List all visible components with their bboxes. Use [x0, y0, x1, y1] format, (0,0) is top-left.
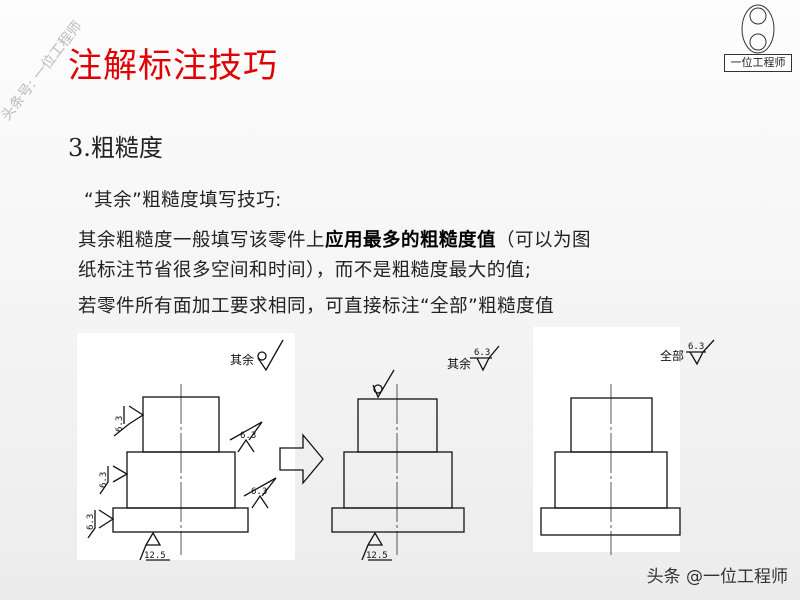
roughness-value: 6.3	[86, 514, 96, 530]
roughness-value: 6.3	[251, 487, 267, 497]
roughness-value: 6.3	[115, 416, 125, 432]
text: 其余粗糙度一般填写该零件上	[78, 230, 326, 251]
roughness-symbol	[87, 509, 115, 539]
roughness-symbol	[257, 339, 284, 372]
footer-credit: 头条 @一位工程师	[646, 567, 788, 587]
paragraph-line-3: 若零件所有面加工要求相同，可直接标注“全部”粗糙度值	[78, 296, 555, 317]
figure-1-panel	[77, 333, 295, 560]
logo: 一位工程师	[718, 2, 798, 74]
roughness-symbol	[372, 369, 395, 399]
subheading: “其余”粗糙度填写技巧:	[84, 190, 282, 211]
paragraph-line-2: 纸标注节省很多空间和时间），而不是粗糙度最大的值;	[78, 260, 532, 281]
roughness-value: 6.3	[99, 472, 109, 488]
roughness-symbol	[113, 405, 145, 437]
roughness-symbol	[243, 477, 277, 509]
figure-1-part	[112, 384, 249, 555]
roughness-value: 6.3	[474, 348, 490, 358]
highlight-text: 应用最多的粗糙度值	[325, 230, 497, 251]
figure-3-part	[540, 384, 681, 555]
text: （可以为图	[496, 230, 592, 251]
arrow-right-icon	[279, 433, 324, 485]
slide-title: 注解标注技巧	[68, 46, 278, 86]
roughness-symbol	[686, 339, 715, 366]
roughness-value: 12.5	[144, 551, 166, 561]
roughness-symbol	[139, 531, 170, 561]
roughness-symbol	[470, 345, 500, 372]
paragraph-line-1: 其余粗糙度一般填写该零件上应用最多的粗糙度值（可以为图	[78, 226, 591, 252]
roughness-symbol	[229, 421, 263, 453]
section-heading: 3.粗糙度	[68, 134, 163, 162]
roughness-symbol	[99, 465, 129, 495]
roughness-symbol	[361, 531, 392, 561]
note-label: 其余	[230, 352, 254, 367]
roughness-value: 12.5	[366, 551, 388, 561]
roughness-value: 6.3	[688, 342, 704, 352]
note-label: 全部	[660, 348, 684, 363]
roughness-value: 6.3	[240, 431, 256, 441]
logo-emblem-icon	[741, 4, 775, 54]
note-label: 其余	[447, 356, 471, 371]
figure-2-part	[331, 384, 465, 555]
figure-3-panel	[533, 327, 680, 552]
logo-label: 一位工程师	[724, 54, 792, 72]
